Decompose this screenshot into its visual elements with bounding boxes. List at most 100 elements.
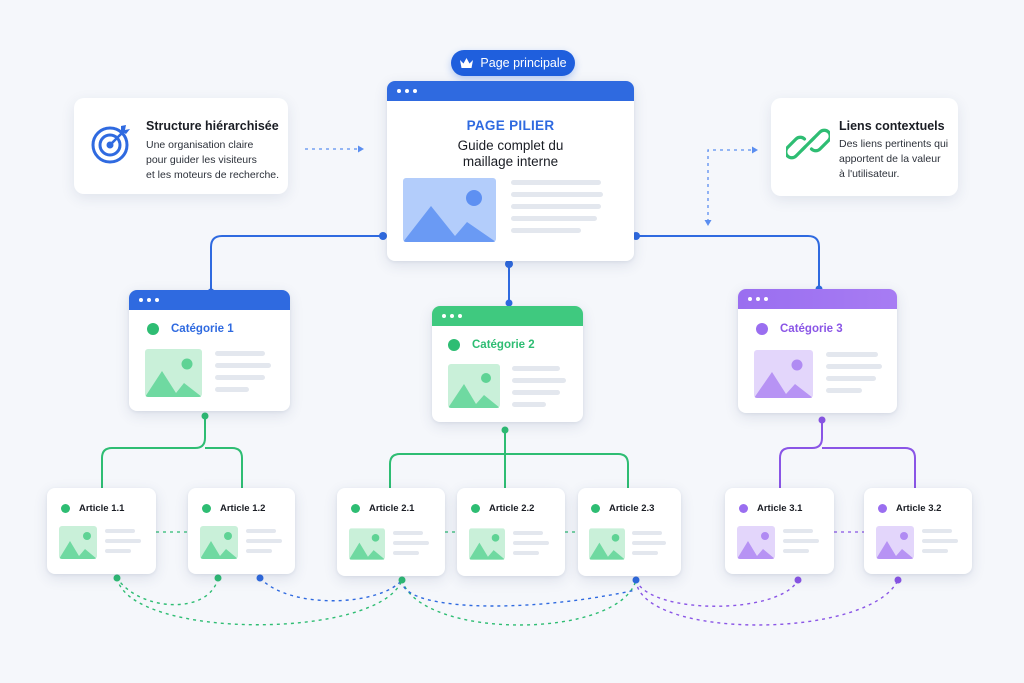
text-placeholder xyxy=(513,531,549,555)
article-label: Article 2.2 xyxy=(489,503,535,514)
window-titlebar xyxy=(129,290,290,310)
image-placeholder-icon xyxy=(59,526,97,559)
cat3-tree xyxy=(779,420,916,488)
structure-description: Une organisation claire pour guider les … xyxy=(146,138,279,183)
links-desc-line: apportent de la valeur xyxy=(839,153,941,165)
category-label: Catégorie 1 xyxy=(171,323,234,335)
article-header: Article 3.1 xyxy=(739,503,802,514)
links-description: Des liens pertinents qui apportent de la… xyxy=(839,137,948,182)
pillar-title: Guide complet du maillage interne xyxy=(387,138,634,170)
category-header: Catégorie 1 xyxy=(147,323,234,335)
status-dot xyxy=(471,504,480,513)
contextual-link-nodes xyxy=(113,574,902,584)
connector-node xyxy=(505,260,513,268)
article-header: Article 3.2 xyxy=(878,503,941,514)
article-header: Article 2.2 xyxy=(471,503,534,514)
category-card-2[interactable]: Catégorie 2 xyxy=(432,306,583,422)
article-card-2-1[interactable]: Article 2.1 xyxy=(337,488,445,576)
arrow-right-info xyxy=(707,149,752,222)
status-dot xyxy=(147,323,159,335)
image-placeholder-icon xyxy=(589,528,625,560)
status-dot xyxy=(756,323,768,335)
status-dot xyxy=(61,504,70,513)
image-placeholder-icon xyxy=(403,178,496,242)
text-placeholder xyxy=(105,529,141,553)
text-placeholder xyxy=(512,366,566,407)
main-page-badge: Page principale xyxy=(451,50,575,76)
status-dot xyxy=(202,504,211,513)
links-title: Liens contextuels xyxy=(839,119,945,133)
category-label: Catégorie 2 xyxy=(472,339,535,351)
window-titlebar xyxy=(738,289,897,309)
text-placeholder xyxy=(922,529,958,553)
article-label: Article 3.1 xyxy=(757,503,803,514)
article-label: Article 1.2 xyxy=(220,503,266,514)
article-card-2-2[interactable]: Article 2.2 xyxy=(457,488,565,576)
crown-icon xyxy=(460,58,474,68)
category-header: Catégorie 2 xyxy=(448,339,535,351)
pillar-connectors xyxy=(210,235,820,306)
connector-node xyxy=(379,232,387,240)
cat1-tree xyxy=(101,416,243,488)
window-titlebar xyxy=(387,81,634,101)
text-placeholder xyxy=(826,352,882,393)
connector-node xyxy=(632,232,640,240)
window-titlebar xyxy=(432,306,583,326)
article-header: Article 1.1 xyxy=(61,503,124,514)
text-placeholder xyxy=(215,351,271,392)
badge-label: Page principale xyxy=(480,56,567,70)
structure-desc-line: et les moteurs de recherche. xyxy=(146,169,280,181)
article-label: Article 2.3 xyxy=(609,503,655,514)
article-card-3-1[interactable]: Article 3.1 xyxy=(725,488,834,574)
status-dot xyxy=(351,504,360,513)
text-placeholder xyxy=(246,529,282,553)
links-desc-line: Des liens pertinents qui xyxy=(839,138,949,150)
target-icon xyxy=(91,125,130,164)
status-dot xyxy=(591,504,600,513)
status-dot xyxy=(448,339,460,351)
category-card-1[interactable]: Catégorie 1 xyxy=(129,290,290,411)
article-label: Article 1.1 xyxy=(79,503,125,514)
image-placeholder-icon xyxy=(200,526,238,559)
text-placeholder xyxy=(393,531,429,555)
image-placeholder-icon xyxy=(469,528,505,560)
image-placeholder-icon xyxy=(349,528,385,560)
status-dot xyxy=(739,504,748,513)
image-placeholder-icon xyxy=(876,526,914,559)
links-desc-line: à l'utilisateur. xyxy=(839,168,900,180)
image-placeholder-icon xyxy=(448,364,500,408)
connector-node xyxy=(505,299,513,307)
article-header: Article 2.3 xyxy=(591,503,654,514)
article-card-1-2[interactable]: Article 1.2 xyxy=(188,488,295,574)
structure-desc-line: pour guider les visiteurs xyxy=(146,154,257,166)
pillar-kicker: PAGE PILIER xyxy=(466,118,555,133)
contextual-links xyxy=(116,577,899,626)
connector-pillar-cat3 xyxy=(636,235,820,289)
article-card-2-3[interactable]: Article 2.3 xyxy=(578,488,681,576)
text-placeholder xyxy=(783,529,819,553)
cat2-tree xyxy=(389,430,629,488)
info-arrows xyxy=(305,148,752,222)
text-placeholder xyxy=(632,531,666,555)
structure-info-card: Structure hiérarchisée Une organisation … xyxy=(74,98,288,194)
article-card-3-2[interactable]: Article 3.2 xyxy=(864,488,972,574)
category-header: Catégorie 3 xyxy=(756,323,843,335)
image-placeholder-icon xyxy=(754,350,813,398)
pillar-title-line1: Guide complet du xyxy=(457,138,564,153)
category-card-3[interactable]: Catégorie 3 xyxy=(738,289,897,413)
link-icon xyxy=(786,128,830,160)
article-header: Article 2.1 xyxy=(351,503,414,514)
article-label: Article 3.2 xyxy=(896,503,942,514)
text-placeholder xyxy=(511,180,603,233)
contextual-links-info-card: Liens contextuels Des liens pertinents q… xyxy=(771,98,958,196)
connector-pillar-cat1 xyxy=(210,235,383,292)
pillar-page-card[interactable]: PAGE PILIER Guide complet du maillage in… xyxy=(387,81,634,261)
structure-title: Structure hiérarchisée xyxy=(146,119,279,133)
structure-desc-line: Une organisation claire xyxy=(146,139,254,151)
image-placeholder-icon xyxy=(737,526,775,559)
image-placeholder-icon xyxy=(145,349,202,397)
article-header: Article 1.2 xyxy=(202,503,265,514)
category-label: Catégorie 3 xyxy=(780,323,843,335)
article-card-1-1[interactable]: Article 1.1 xyxy=(47,488,156,574)
